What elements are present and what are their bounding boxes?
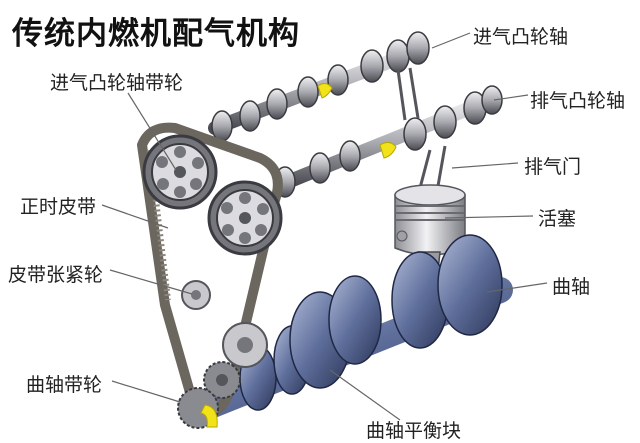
label-timing-belt: 正时皮带 <box>20 196 97 218</box>
piston <box>394 184 466 256</box>
intake-cam-pulley <box>142 134 218 210</box>
crank-pulley <box>177 361 241 429</box>
label-piston: 活塞 <box>538 208 577 230</box>
label-exhaust-camshaft: 排气凸轮轴 <box>530 90 626 112</box>
exhaust-cam-pulley <box>207 180 283 256</box>
idler-pulley <box>222 322 268 368</box>
label-crankshaft: 曲轴 <box>552 276 591 298</box>
crankshaft <box>187 234 513 423</box>
valve-springs <box>396 67 447 189</box>
label-crank-counterweight: 曲轴平衡块 <box>366 420 462 442</box>
label-belt-tensioner: 皮带张紧轮 <box>8 264 104 286</box>
label-exhaust-valve: 排气门 <box>524 156 582 178</box>
engine-illustration <box>101 31 548 429</box>
leader-lines <box>101 32 548 421</box>
label-crank-pulley: 曲轴带轮 <box>26 374 103 396</box>
diagram-title: 传统内燃机配气机构 <box>12 16 300 52</box>
belt-tensioner <box>181 280 211 310</box>
label-intake-cam-pulley: 进气凸轮轴带轮 <box>50 72 184 94</box>
intake-camshaft <box>208 31 430 142</box>
label-intake-camshaft: 进气凸轮轴 <box>473 26 569 48</box>
